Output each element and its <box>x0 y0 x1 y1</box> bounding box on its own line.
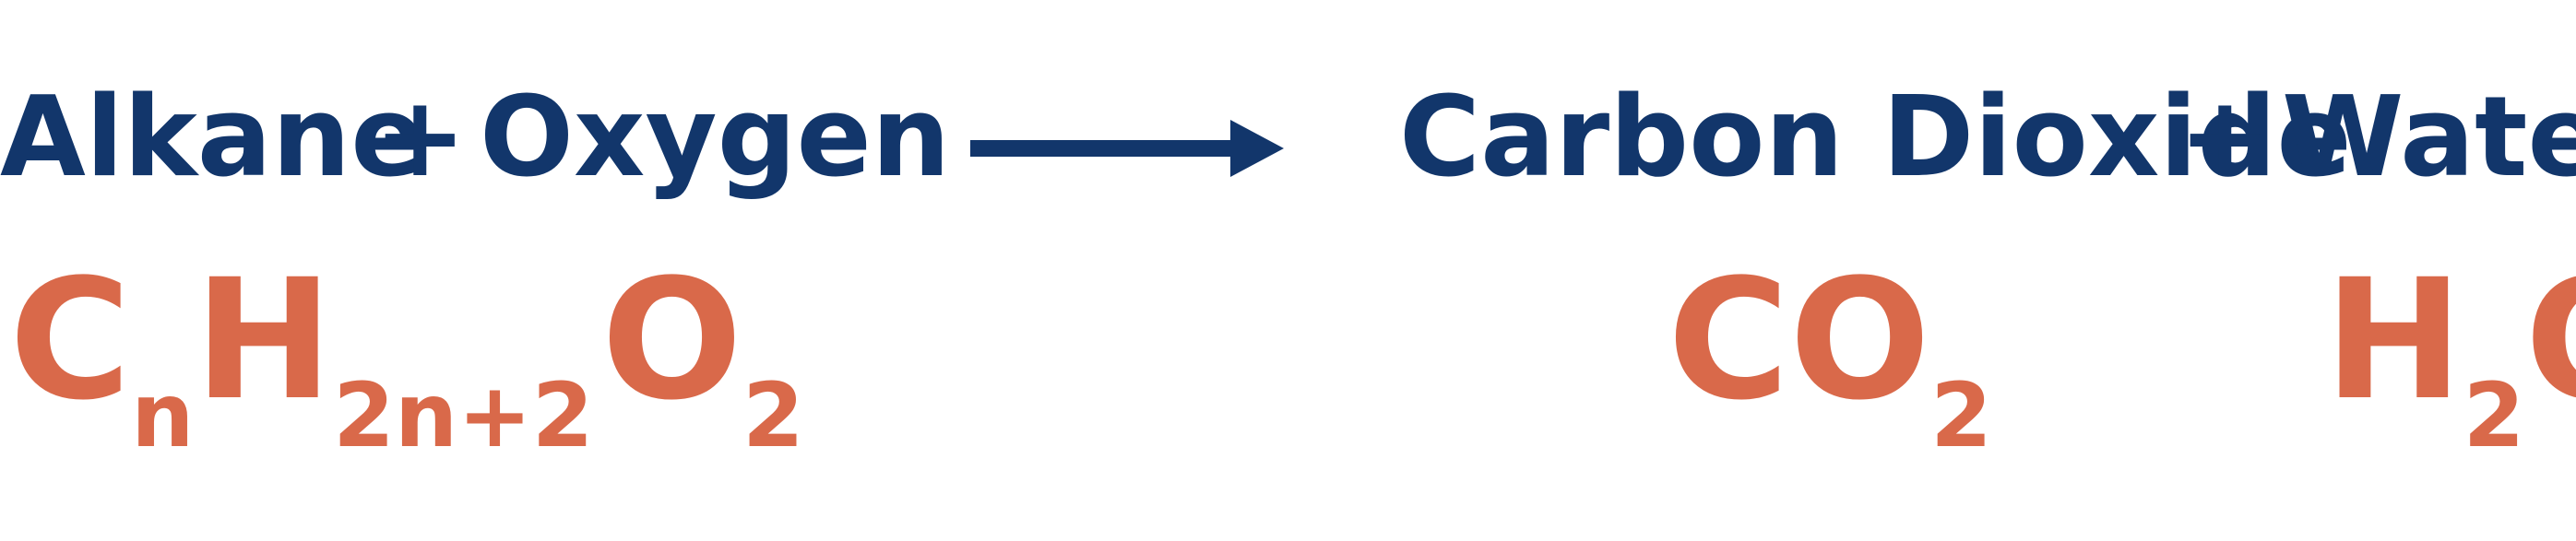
alkane-formula-carbon: C <box>9 244 132 437</box>
alkane-formula: CnH2n+2 <box>9 258 593 460</box>
water-formula-subscript: 2 <box>2463 363 2525 467</box>
product-plus-sign: + <box>2178 74 2272 202</box>
carbon-dioxide-formula-subscript: 2 <box>1930 363 1992 467</box>
water-label: Water <box>2282 74 2576 202</box>
carbon-dioxide-formula: CO2 <box>1668 258 1992 460</box>
reactant-plus-sign: + <box>374 74 467 202</box>
alkane-formula-carbon-subscript: n <box>131 363 195 467</box>
reaction-arrow-icon <box>970 120 1284 177</box>
oxygen-formula: O2 <box>601 258 804 460</box>
carbon-dioxide-label: Carbon Dioxide <box>1399 74 2352 202</box>
alkane-label: Alkane <box>0 74 426 202</box>
reaction-arrow-svg <box>970 120 1284 177</box>
water-formula-oxygen: O <box>2524 244 2576 437</box>
oxygen-formula-element: O <box>601 244 743 437</box>
oxygen-formula-subscript: 2 <box>742 363 804 467</box>
water-formula: H2O <box>2324 258 2576 460</box>
alkane-formula-hydrogen: H <box>194 244 334 437</box>
oxygen-label: Oxygen <box>480 74 951 202</box>
alkane-formula-hydrogen-subscript: 2n+2 <box>333 363 594 467</box>
carbon-dioxide-formula-element: CO <box>1668 244 1931 437</box>
water-formula-hydrogen: H <box>2324 244 2463 437</box>
